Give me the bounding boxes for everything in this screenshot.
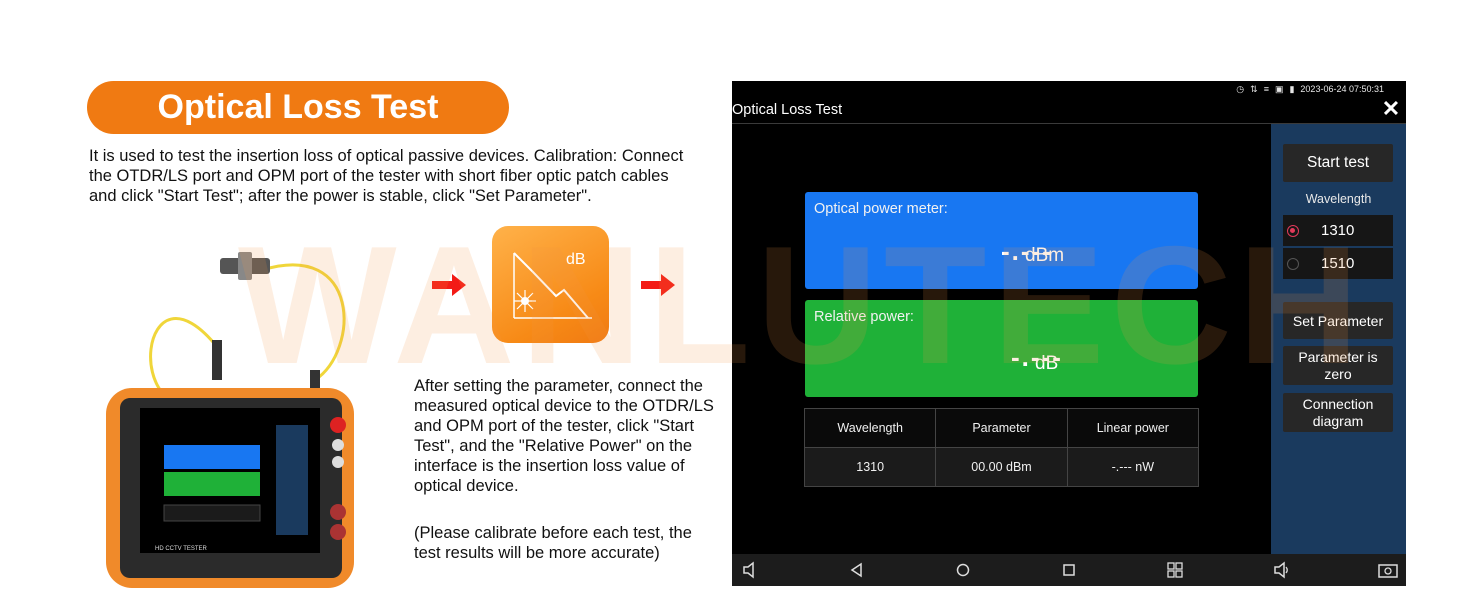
sync-icon: ⇅ — [1250, 83, 1258, 94]
arrow-right-icon — [641, 274, 675, 296]
header-wavelength: Wavelength — [803, 408, 937, 448]
status-bar: ◷ ⇅ ≡ ▣ ▮ 2023-06-24 07:50:31 — [732, 81, 1406, 97]
system-nav-bar — [732, 554, 1406, 586]
usb-icon: ▣ — [1274, 83, 1284, 94]
home-icon[interactable] — [954, 561, 972, 579]
back-icon[interactable] — [848, 561, 866, 579]
cell-wavelength: 1310 — [803, 447, 937, 487]
parameter-zero-button[interactable]: Parameter is zero — [1283, 346, 1393, 385]
wavelength-table: Wavelength Parameter Linear power 1310 0… — [803, 408, 1200, 487]
wavelength-option-1310[interactable]: 1310 — [1283, 215, 1393, 246]
set-parameter-button[interactable]: Set Parameter — [1283, 302, 1393, 339]
control-sidebar: Start test Wavelength 1310 1510 Set Para… — [1271, 124, 1406, 554]
wavelength-option-label: 1310 — [1321, 222, 1355, 239]
header-parameter: Parameter — [935, 408, 1068, 448]
close-button[interactable]: ✕ — [1381, 96, 1401, 121]
recent-apps-icon[interactable] — [1060, 561, 1078, 579]
feature-title: Optical Loss Test — [157, 88, 439, 126]
optical-power-value: -.--- — [1001, 236, 1053, 266]
relative-power-value: -.--- — [1011, 342, 1063, 372]
calibration-description: It is used to test the insertion loss of… — [89, 147, 684, 205]
optical-power-unit: dBm — [1025, 245, 1065, 266]
tester-screen: ◷ ⇅ ≡ ▣ ▮ 2023-06-24 07:50:31 Optical Lo… — [732, 81, 1406, 586]
clock-icon: ◷ — [1236, 83, 1245, 94]
arrow-right-icon — [432, 274, 466, 296]
loss-meter-app-icon: dB — [492, 226, 609, 343]
feature-title-banner: Optical Loss Test — [87, 81, 509, 134]
relative-power-card: Relative power: -.--- dB — [805, 300, 1198, 397]
measurement-panel: Optical power meter: -.--- dBm Relative … — [732, 124, 1271, 554]
calibration-note: (Please calibrate before each test, the … — [414, 524, 692, 562]
screen-title: Optical Loss Test — [732, 102, 843, 118]
decay-chart-icon: dB — [513, 251, 592, 319]
app-grid-icon[interactable] — [1166, 561, 1184, 579]
start-test-button[interactable]: Start test — [1283, 144, 1393, 182]
volume-up-icon[interactable] — [1273, 561, 1291, 579]
cell-linear-power: -.--- nW — [1066, 447, 1200, 487]
relative-power-unit: dB — [1035, 353, 1059, 374]
relative-power-label: Relative power: — [814, 309, 914, 325]
optical-power-label: Optical power meter: — [814, 201, 948, 217]
wavelength-option-1510[interactable]: 1510 — [1283, 248, 1393, 279]
radio-unselected-icon — [1287, 257, 1299, 270]
measurement-instructions: After setting the parameter, connect the… — [414, 377, 714, 495]
battery-icon: ▮ — [1289, 83, 1295, 94]
app-bar: Optical Loss Test ✕ — [732, 97, 1406, 124]
cell-parameter: 00.00 dBm — [935, 447, 1068, 487]
db-tile-label: dB — [566, 251, 586, 268]
wavelength-option-label: 1510 — [1321, 255, 1355, 272]
tester-device-illustration: HD CCTV TESTER — [106, 252, 354, 588]
connection-diagram-button[interactable]: Connection diagram — [1283, 393, 1393, 432]
volume-down-icon[interactable] — [742, 561, 760, 579]
table-header-row: Wavelength Parameter Linear power — [803, 408, 1200, 448]
status-datetime: 2023-06-24 07:50:31 — [1300, 84, 1384, 94]
screenshot-icon[interactable] — [1378, 561, 1398, 579]
network-icon: ≡ — [1263, 84, 1269, 94]
wavelength-label: Wavelength — [1305, 192, 1372, 206]
table-row: 1310 00.00 dBm -.--- nW — [803, 447, 1200, 487]
optical-power-card: Optical power meter: -.--- dBm — [805, 192, 1198, 289]
radio-selected-icon — [1287, 224, 1299, 237]
header-linear-power: Linear power — [1066, 408, 1200, 448]
device-brand-label: HD CCTV TESTER — [155, 546, 208, 552]
